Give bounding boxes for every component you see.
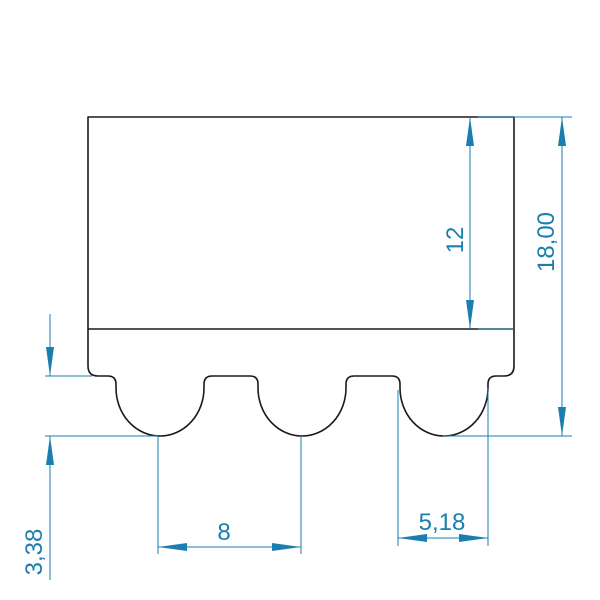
arrow-up-icon (558, 117, 566, 146)
arrow-down-icon (46, 347, 54, 376)
dimension-pitch: 8 (157, 436, 302, 554)
belt-outline (87, 116, 515, 437)
arrow-down-icon (466, 300, 474, 329)
arrow-right-icon (459, 534, 488, 542)
arrow-right-icon (272, 543, 301, 551)
dimension-label: 12 (442, 227, 469, 254)
arrow-left-icon (398, 534, 427, 542)
arrow-left-icon (158, 543, 187, 551)
dimension-label: 8 (217, 519, 230, 546)
dimension-tooth-width: 5,18 (397, 388, 489, 546)
dimension-label: 3,38 (21, 529, 48, 576)
arrow-up-icon (46, 436, 54, 465)
dimension-label: 18,00 (533, 212, 560, 272)
dimension-total-height: 18,00 (443, 116, 572, 437)
dimension-tooth-depth: 3,38 (21, 314, 158, 580)
arrow-down-icon (558, 407, 566, 436)
dimension-label: 5,18 (419, 509, 466, 536)
arrow-up-icon (466, 117, 474, 146)
dimension-top-height: 12 (442, 116, 514, 330)
